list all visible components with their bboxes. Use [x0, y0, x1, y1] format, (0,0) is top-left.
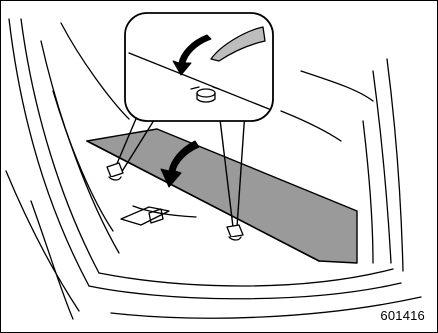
- cargo-cover-panel: [87, 129, 357, 263]
- retaining-hook: [107, 163, 123, 180]
- cargo-hook: [227, 225, 243, 240]
- hook-detail-callout: [125, 13, 273, 121]
- figure-code: 601416: [380, 308, 425, 323]
